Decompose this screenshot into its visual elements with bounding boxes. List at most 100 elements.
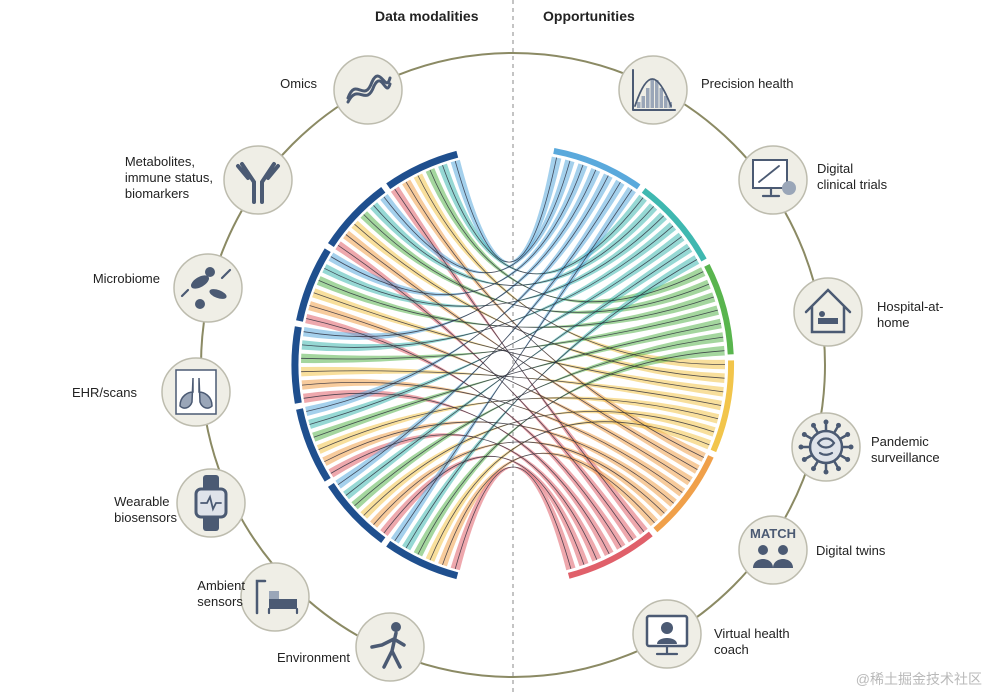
microbes-icon <box>173 253 243 323</box>
label-digital-twins: Digital twins <box>816 543 886 558</box>
ribbon <box>380 159 575 274</box>
ribbon-flow-line <box>303 169 597 337</box>
video-coach-icon <box>632 599 702 669</box>
ribbon <box>450 466 576 571</box>
ribbon-flow-line <box>337 244 634 541</box>
ribbon-flow-line <box>417 175 726 365</box>
ribbon-flow-line <box>405 181 704 458</box>
ribbon-flow-line <box>318 280 714 328</box>
ribbon-flow-line <box>373 205 654 286</box>
ribbon-flow-line <box>306 175 609 412</box>
monitor-patient-icon <box>738 145 808 215</box>
ribbon-flow-line <box>454 466 572 570</box>
ribbon-flow-line <box>306 318 622 548</box>
ribbon-flow-line <box>313 292 724 393</box>
ribbon-flow-line <box>363 214 710 313</box>
ribbon-flow-line <box>429 169 704 303</box>
ribbon <box>360 409 716 519</box>
ribbon-flow-line <box>394 189 633 542</box>
opportunity-arc <box>641 187 707 262</box>
ribbon-flow-line <box>383 160 571 274</box>
ribbon-flow-line <box>301 370 722 406</box>
ribbon-flow-line <box>330 434 598 560</box>
lungs-scan-icon <box>161 357 231 427</box>
ribbon <box>328 433 602 562</box>
ribbon-flow-line <box>301 381 683 493</box>
ribbon-flow-line <box>405 259 698 549</box>
label-precision-health: Precision health <box>701 76 794 91</box>
match-people-icon: MATCH <box>738 515 808 585</box>
ribbon <box>328 163 588 297</box>
ribbon-flow-line <box>324 215 664 307</box>
ribbon <box>343 243 693 500</box>
ribbon-flow-line <box>330 164 584 296</box>
ribbon-flow-line <box>301 225 674 348</box>
label-virtual-health-coach: Virtual health coach <box>714 626 790 657</box>
label-environment: Environment <box>277 650 350 665</box>
modality-arc <box>296 248 331 322</box>
ribbon <box>450 156 562 263</box>
header-opportunities: Opportunities <box>543 8 635 24</box>
label-hospital-at-home: Hospital-at- home <box>877 299 944 330</box>
header-data-modalities: Data modalities <box>375 8 479 24</box>
ribbon <box>301 366 722 411</box>
ribbon <box>301 305 719 364</box>
label-ambient-sensors: Ambient sensors <box>197 578 245 609</box>
watermark: @稀土掘金技术社区 <box>855 671 982 687</box>
ribbon-flow-line <box>417 350 725 555</box>
ribbon <box>343 230 700 474</box>
label-microbiome: Microbiome <box>92 271 160 286</box>
ribbon <box>308 301 693 486</box>
label-digital-clinical-trials: Digital clinical trials <box>817 161 888 192</box>
ribbon-flow-line <box>354 336 724 507</box>
ribbon-flow-line <box>309 305 691 482</box>
ribbon <box>312 288 724 397</box>
opportunity-arc <box>704 264 734 355</box>
modality-arc <box>386 150 459 190</box>
ribbon-flow-line <box>373 441 665 525</box>
virus-icon <box>791 412 861 482</box>
ribbon <box>425 419 712 562</box>
arcs <box>291 147 735 580</box>
person-smoking-icon <box>355 612 425 682</box>
distribution-chart-icon <box>618 55 688 125</box>
ribbon-flow-line <box>383 455 585 565</box>
opportunity-arc <box>567 531 653 579</box>
modality-arc <box>327 186 386 248</box>
ribbon <box>303 389 614 556</box>
ribbon-flow-line <box>303 392 610 555</box>
ribbon-flow-line <box>324 421 674 504</box>
ribbon-flow-line <box>301 309 718 360</box>
match-text: MATCH <box>750 526 796 541</box>
label-wearable-biosensors: Wearable biosensors <box>114 494 177 525</box>
house-bed-icon <box>793 277 863 347</box>
bedroom-sensor-icon <box>240 562 310 632</box>
modality-arc <box>327 482 386 544</box>
smartwatch-icon <box>176 468 246 538</box>
opportunity-arc <box>653 455 714 533</box>
ribbon-flow-line <box>354 223 725 379</box>
ribbon-flow-line <box>309 236 682 425</box>
modality-arc <box>386 540 459 580</box>
ribbon-flow-line <box>429 421 710 561</box>
label-pandemic-surveillance: Pandemic surveillance <box>871 434 940 465</box>
opportunity-arc <box>553 147 641 190</box>
ribbon-flow-line <box>318 397 719 450</box>
icons: MATCH <box>161 55 863 682</box>
ribbon-flow-line <box>345 234 698 470</box>
ribbon-flow-line <box>313 323 721 438</box>
label-metabolites: Metabolites, immune status, biomarkers <box>124 154 213 201</box>
opportunity-arc <box>710 360 735 453</box>
ribbon-flow-line <box>454 157 557 263</box>
ribbon-flow-line <box>363 411 715 516</box>
antibody-icon <box>223 145 293 215</box>
label-ehr-scans: EHR/scans <box>71 385 137 400</box>
ribbon <box>312 318 722 442</box>
label-omics: Omics <box>280 76 317 91</box>
ribbon <box>308 232 685 429</box>
ribbon-flow-line <box>345 247 690 496</box>
modality-arc <box>291 326 302 404</box>
ribbons <box>301 156 726 571</box>
